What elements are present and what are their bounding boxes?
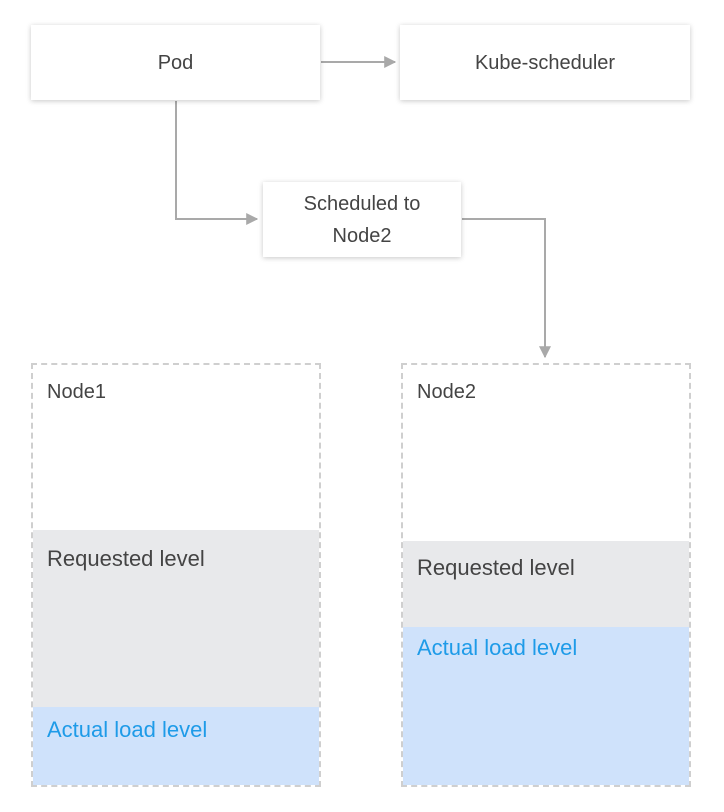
- node1-requested-label: Requested level: [47, 546, 205, 571]
- kube-scheduler-label: Kube-scheduler: [474, 51, 616, 74]
- node1-title: Node1: [47, 381, 106, 403]
- node2-requested-label: Requested level: [417, 555, 575, 580]
- kube-scheduler-box: Kube-scheduler: [400, 25, 690, 100]
- pod-label: Pod: [157, 51, 194, 74]
- node2-requested-region: Requested level: [403, 541, 689, 627]
- node2-actual-region: Actual load level: [403, 627, 689, 785]
- pod-to-scheduled-arrow: [175, 101, 259, 225]
- node1-requested-region: Requested level: [33, 530, 319, 707]
- pod-box: Pod: [31, 25, 320, 100]
- node1-actual-label: Actual load level: [47, 717, 208, 742]
- node2-actual-label: Actual load level: [417, 635, 578, 660]
- scheduled-to-node-box: Scheduled to Node2: [263, 182, 461, 257]
- node2-container: Node2 Requested level Actual load level: [401, 363, 691, 787]
- node1-actual-region: Actual load level: [33, 707, 319, 785]
- scheduled-to-node-label: Scheduled to Node2: [303, 192, 421, 247]
- scheduled-to-node2-arrow: [462, 218, 551, 359]
- node2-title: Node2: [417, 381, 476, 403]
- node1-container: Node1 Requested level Actual load level: [31, 363, 321, 787]
